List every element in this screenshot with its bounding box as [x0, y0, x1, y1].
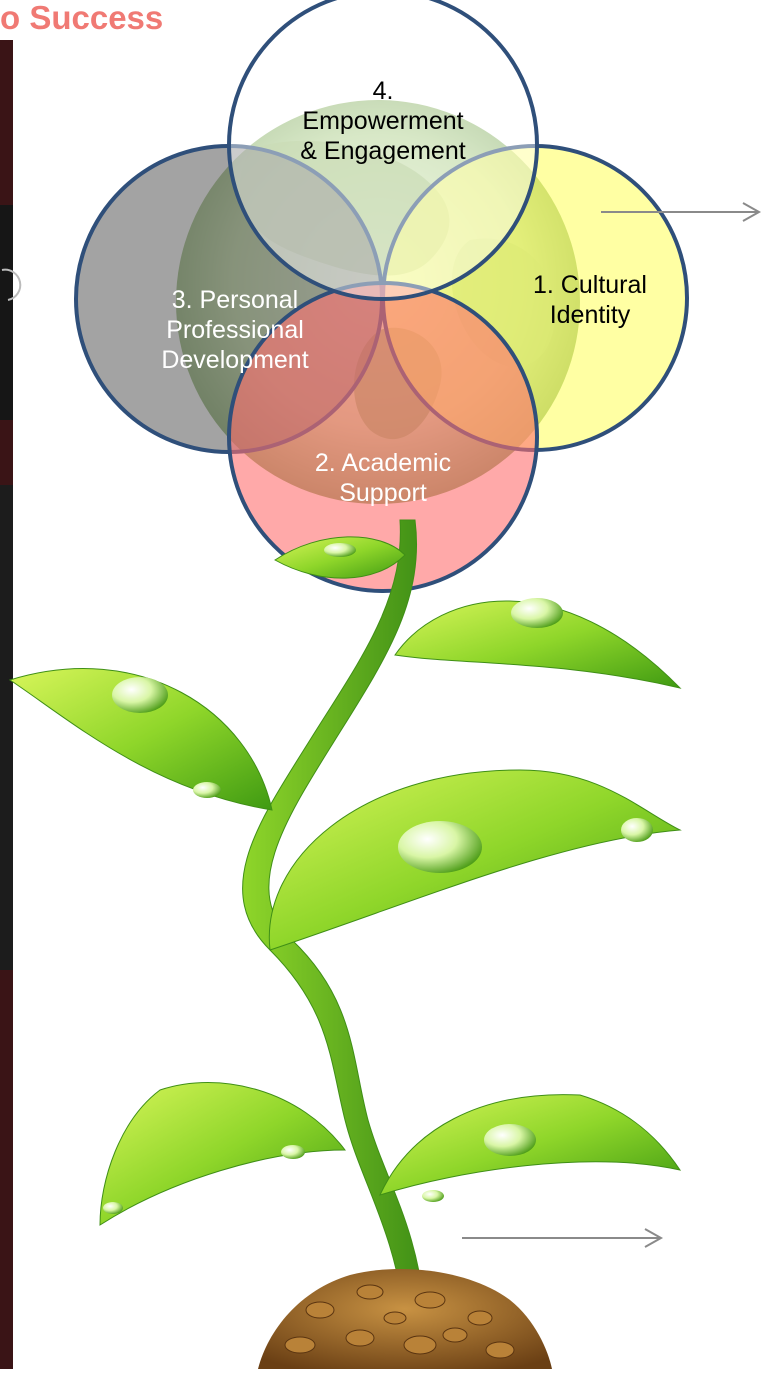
empowerment-line1: Empowerment [302, 107, 464, 135]
personal-development-label: 3. Personal Professional Development [95, 285, 375, 375]
water-drop [484, 1124, 536, 1156]
sidebar-dark-panel [0, 205, 13, 420]
water-drop [511, 598, 563, 628]
soil-pebbles [284, 1284, 515, 1359]
leaf-upper-left [8, 668, 273, 811]
personal-line3: Development [161, 346, 309, 374]
academic-line1: 2. Academic [314, 449, 452, 477]
cultural-line1: 1. Cultural [533, 271, 647, 299]
leaf-top [274, 536, 406, 579]
leaf-lower-left [99, 1082, 347, 1226]
water-drop [103, 1202, 123, 1214]
empowerment-number: 4. [372, 77, 394, 105]
left-sidebar-strip [0, 40, 22, 1369]
empowerment-line2: & Engagement [300, 137, 466, 165]
water-drop [422, 1190, 444, 1202]
sidebar-circle-icon [1, 268, 22, 301]
arrow-right-icon [462, 1228, 664, 1248]
cultural-line2: Identity [549, 301, 631, 329]
sidebar-dark-panel-lower [0, 485, 13, 970]
personal-line1: 3. Personal [171, 286, 299, 314]
water-drop [112, 677, 168, 713]
cultural-identity-label: 1. Cultural Identity [485, 270, 695, 330]
circle-academic-support [227, 281, 539, 593]
water-drop [281, 1145, 305, 1159]
water-drop [193, 782, 221, 798]
circle-empowerment-engagement [227, 0, 539, 301]
academic-support-label: 2. Academic Support [263, 448, 503, 508]
page-title: o Success [0, 0, 164, 36]
academic-line2: Support [339, 479, 427, 507]
leaf-upper-right [394, 600, 682, 689]
empowerment-label: 4. Empowerment & Engagement [243, 76, 523, 166]
water-drop [324, 543, 356, 557]
water-drop [621, 818, 653, 842]
water-drop [398, 821, 482, 873]
personal-line2: Professional [166, 316, 304, 344]
arrow-right-icon [601, 202, 762, 222]
